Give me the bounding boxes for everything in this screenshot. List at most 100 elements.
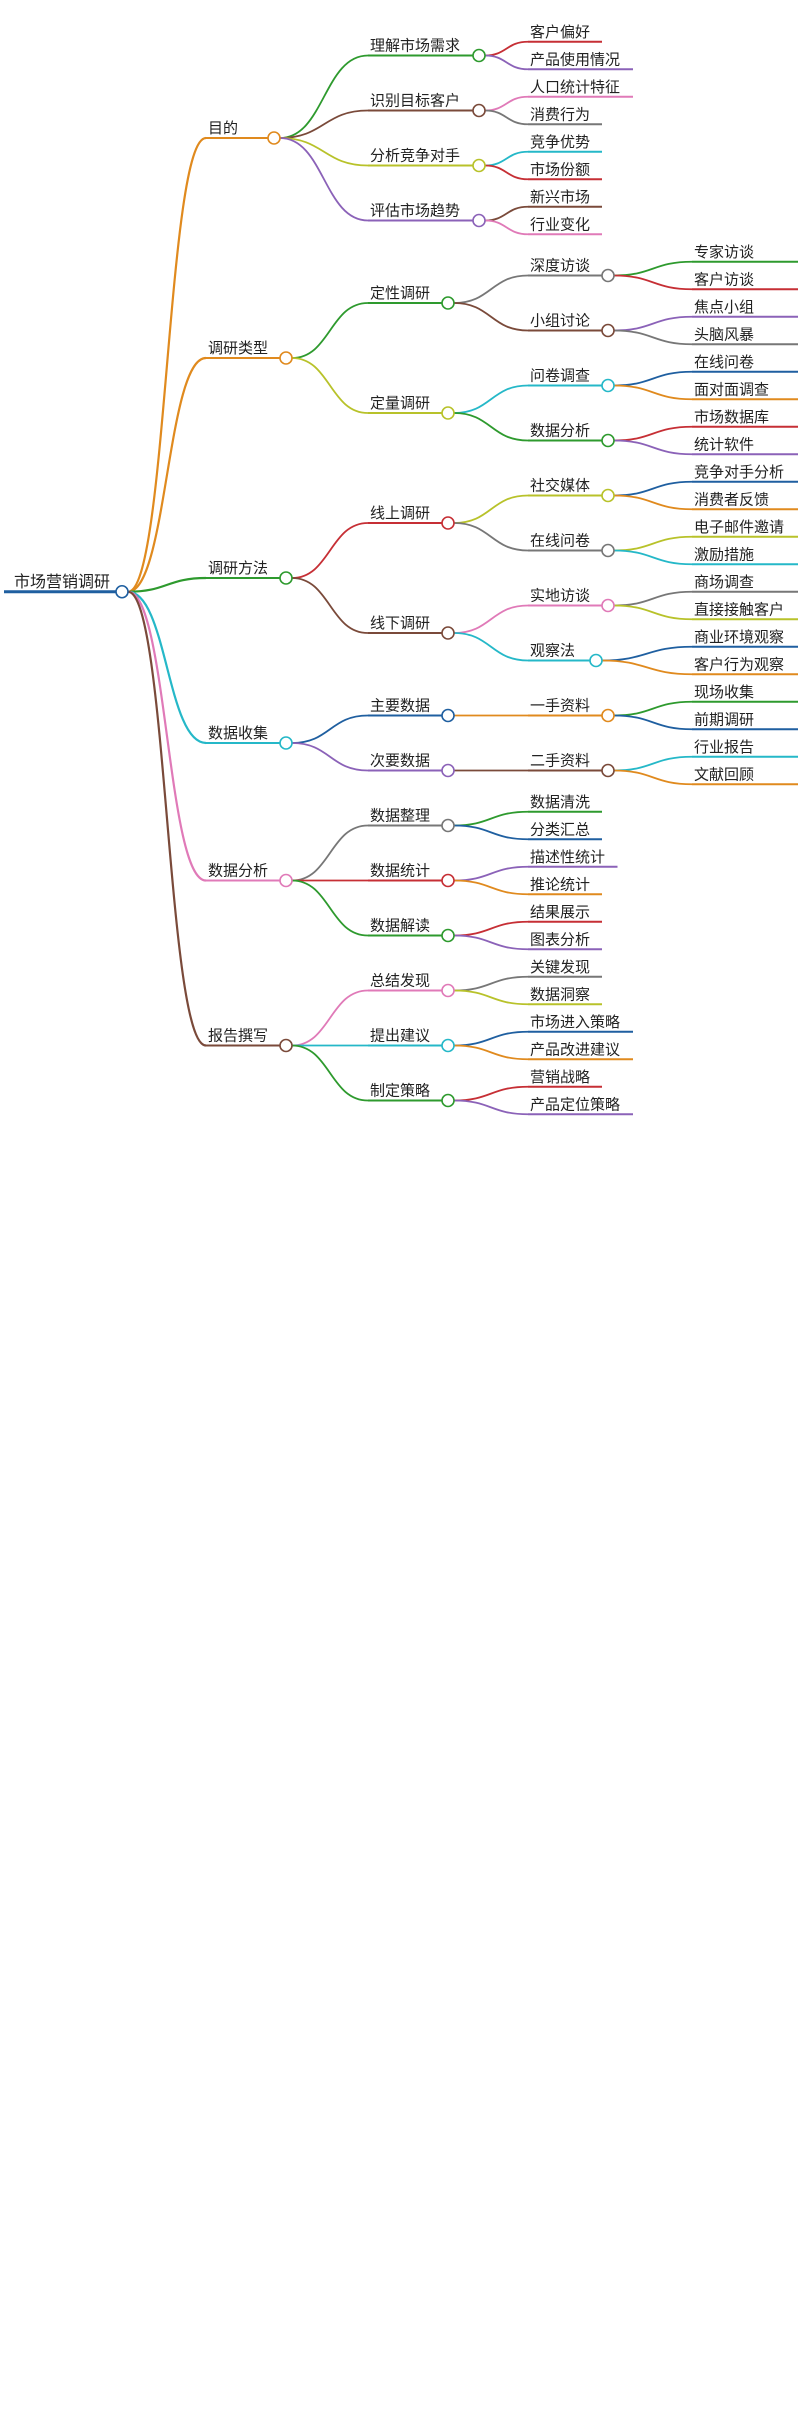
mindmap-node[interactable]: 实地访谈: [528, 587, 615, 613]
collapse-toggle-icon[interactable]: [441, 708, 455, 723]
mindmap-edge: [453, 1044, 529, 1061]
collapse-toggle-icon[interactable]: [441, 983, 455, 998]
mindmap-edge: [453, 522, 529, 552]
mindmap-edge: [484, 109, 529, 126]
node-label: 直接接触客户: [694, 600, 784, 618]
mindmap-node[interactable]: 理解市场需求: [368, 37, 486, 63]
node-label: 激励措施: [694, 545, 754, 563]
mindmap-node[interactable]: 数据分析: [206, 862, 293, 888]
collapse-toggle-icon[interactable]: [279, 1038, 293, 1053]
collapse-toggle-icon[interactable]: [601, 323, 615, 338]
collapse-toggle-icon[interactable]: [472, 48, 486, 63]
node-label: 数据整理: [370, 807, 430, 825]
collapse-toggle-icon[interactable]: [441, 406, 455, 420]
node-label: 提出建议: [370, 1027, 430, 1045]
mindmap-node[interactable]: 制定策略: [368, 1082, 455, 1108]
mindmap-node[interactable]: 数据整理: [368, 807, 455, 833]
collapse-toggle-icon[interactable]: [267, 131, 281, 145]
collapse-toggle-icon[interactable]: [589, 653, 603, 668]
mindmap-edge: [453, 920, 529, 937]
collapse-toggle-icon[interactable]: [472, 213, 486, 228]
mindmap-node[interactable]: 总结发现: [368, 972, 455, 998]
node-label: 数据洞察: [530, 985, 590, 1003]
mindmap-node[interactable]: 分析竞争对手: [368, 147, 486, 173]
mindmap-edge: [453, 865, 529, 882]
mindmap-node[interactable]: 调研方法: [206, 559, 293, 585]
mindmap-node[interactable]: 观察法: [528, 642, 603, 668]
collapse-toggle-icon[interactable]: [601, 543, 615, 558]
mindmap-node[interactable]: 线上调研: [368, 504, 455, 530]
mindmap-node: 推论统计: [528, 875, 602, 896]
mindmap-edge: [279, 137, 369, 167]
mindmap-node[interactable]: 数据解读: [368, 917, 455, 943]
collapse-toggle-icon[interactable]: [601, 488, 615, 503]
node-label: 数据收集: [208, 724, 268, 742]
mindmap-node[interactable]: 目的: [206, 119, 281, 145]
mindmap-edge: [127, 356, 207, 593]
collapse-toggle-icon[interactable]: [472, 103, 486, 118]
mindmap-node[interactable]: 问卷调查: [528, 367, 615, 393]
node-label: 专家访谈: [694, 243, 754, 261]
mindmap-node[interactable]: 调研类型: [206, 339, 293, 365]
mindmap-edge: [291, 742, 369, 772]
collapse-toggle-icon[interactable]: [441, 626, 455, 640]
mindmap-node[interactable]: 定量调研: [368, 394, 455, 420]
collapse-toggle-icon[interactable]: [441, 873, 455, 888]
node-label: 市场数据库: [694, 408, 769, 426]
mindmap-node[interactable]: 数据统计: [368, 862, 455, 888]
mindmap-node[interactable]: 一手资料: [528, 697, 615, 723]
mindmap-node[interactable]: 在线问卷: [528, 532, 615, 558]
collapse-toggle-icon[interactable]: [601, 763, 615, 778]
mindmap-node[interactable]: 数据分析: [528, 422, 615, 448]
mindmap-node[interactable]: 识别目标客户: [368, 92, 486, 118]
mindmap-node[interactable]: 二手资料: [528, 752, 615, 778]
node-label: 竞争优势: [530, 133, 590, 151]
mindmap-node[interactable]: 深度访谈: [528, 257, 615, 283]
collapse-toggle-icon[interactable]: [441, 1038, 455, 1053]
mindmap-node: 市场数据库: [692, 408, 798, 428]
collapse-toggle-icon[interactable]: [441, 516, 455, 530]
collapse-toggle-icon[interactable]: [279, 736, 293, 750]
collapse-toggle-icon[interactable]: [441, 1093, 455, 1108]
collapse-toggle-icon[interactable]: [441, 763, 455, 778]
collapse-toggle-icon[interactable]: [115, 584, 129, 599]
collapse-toggle-icon[interactable]: [441, 928, 455, 943]
mindmap-node[interactable]: 数据收集: [206, 724, 293, 750]
mindmap-node[interactable]: 小组讨论: [528, 312, 615, 338]
mindmap-node: 客户偏好: [528, 23, 602, 43]
collapse-toggle-icon[interactable]: [279, 571, 293, 585]
collapse-toggle-icon[interactable]: [601, 598, 615, 613]
collapse-toggle-icon[interactable]: [601, 433, 615, 448]
mindmap-root[interactable]: 市场营销调研: [4, 572, 129, 599]
mindmap-node[interactable]: 报告撰写: [206, 1027, 293, 1053]
node-label: 实地访谈: [530, 587, 590, 605]
mindmap-node: 数据洞察: [528, 985, 602, 1006]
mindmap-node[interactable]: 次要数据: [368, 752, 455, 778]
mindmap-edge: [291, 522, 369, 579]
node-label: 消费者反馈: [694, 490, 769, 508]
mindmap-node: 在线问卷: [692, 353, 798, 373]
collapse-toggle-icon[interactable]: [601, 378, 615, 393]
node-label: 消费行为: [530, 105, 590, 123]
mindmap-node[interactable]: 社交媒体: [528, 477, 615, 503]
mindmap-edge: [291, 577, 369, 634]
collapse-toggle-icon[interactable]: [279, 873, 293, 888]
mindmap-node[interactable]: 主要数据: [368, 697, 455, 723]
mindmap-node: 结果展示: [528, 903, 602, 923]
mindmap-node[interactable]: 评估市场趋势: [368, 202, 486, 228]
mindmap-node[interactable]: 线下调研: [368, 614, 455, 640]
mindmap-node[interactable]: 提出建议: [368, 1027, 455, 1053]
collapse-toggle-icon[interactable]: [441, 296, 455, 310]
mindmap-node[interactable]: 定性调研: [368, 284, 455, 310]
collapse-toggle-icon[interactable]: [601, 268, 615, 283]
collapse-toggle-icon[interactable]: [441, 818, 455, 833]
collapse-toggle-icon[interactable]: [472, 158, 486, 173]
mindmap-node: 现场收集: [692, 683, 798, 703]
node-label: 图表分析: [530, 930, 590, 948]
mindmap-node: 市场份额: [528, 160, 602, 181]
collapse-toggle-icon[interactable]: [279, 351, 293, 365]
node-label: 小组讨论: [530, 312, 590, 330]
collapse-toggle-icon[interactable]: [601, 708, 615, 723]
node-label: 在线问卷: [694, 353, 754, 371]
mindmap-edge: [291, 357, 369, 414]
